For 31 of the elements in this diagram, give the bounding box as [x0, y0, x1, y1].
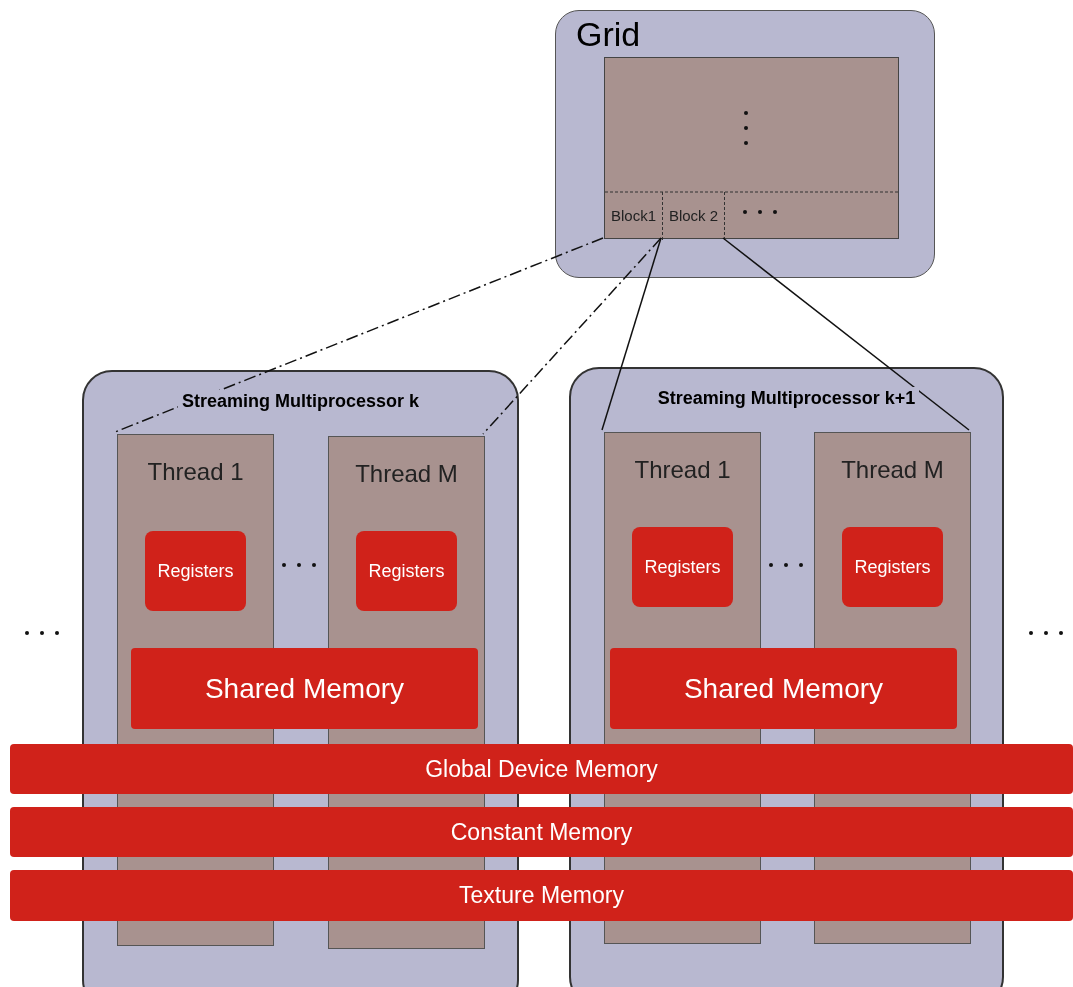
registers-label: Registers	[368, 559, 445, 583]
registers-box	[842, 527, 943, 607]
thread-label: Thread M	[841, 455, 944, 485]
thread-label: Thread 1	[147, 457, 244, 487]
grid-title: Grid	[576, 14, 641, 55]
connector-line	[601, 237, 662, 431]
shared-memory-label: Shared Memory	[204, 671, 405, 706]
memory-label: Constant Memory	[450, 817, 633, 847]
thread-label: Thread M	[355, 459, 458, 489]
memory-band	[10, 870, 1073, 921]
shared-memory-label: Shared Memory	[683, 671, 884, 706]
connector-line	[114, 237, 604, 433]
shared-memory-box	[610, 648, 957, 729]
grid-panel	[555, 10, 935, 278]
connector-line	[482, 237, 662, 435]
memory-label: Texture Memory	[459, 881, 624, 911]
registers-box	[632, 527, 733, 607]
shared-memory-box	[131, 648, 478, 729]
memory-label: Global Device Memory	[425, 754, 658, 784]
block-label: Block1	[611, 205, 656, 226]
thread-label: Thread 1	[634, 455, 731, 485]
memory-band	[10, 807, 1073, 857]
registers-label: Registers	[644, 555, 721, 579]
memory-band	[10, 744, 1073, 794]
registers-box	[145, 531, 246, 611]
registers-box	[356, 531, 457, 611]
block-label: Block 2	[668, 205, 719, 226]
connector-line	[722, 237, 970, 431]
block-grid-area	[604, 57, 899, 239]
registers-label: Registers	[157, 559, 234, 583]
registers-label: Registers	[854, 555, 931, 579]
